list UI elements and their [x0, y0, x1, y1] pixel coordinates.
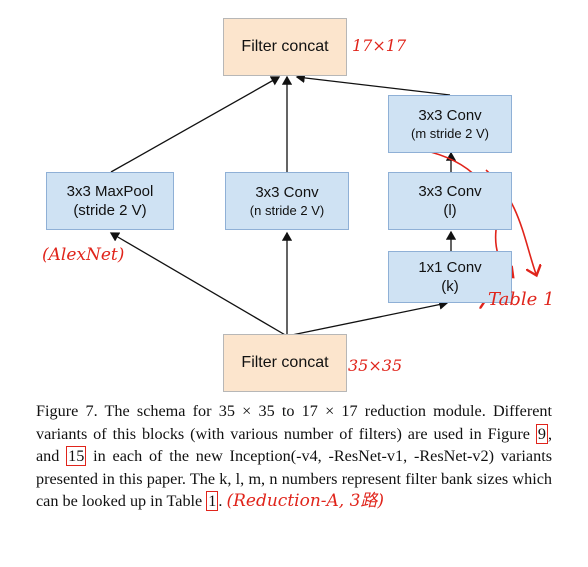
figure-ref-15[interactable]: 15	[66, 446, 87, 466]
annotation-reduction-a: (Reduction-A, 3路)	[226, 491, 385, 511]
annotation-top-size: 17×17	[352, 36, 407, 55]
annotation-alexnet: (AlexNet)	[42, 245, 125, 265]
filter-concat-top: Filter concat	[223, 18, 347, 76]
conv-right-mid-sublabel: (l)	[443, 202, 457, 219]
conv-right-top-box: 3x3 Conv (m stride 2 V)	[388, 95, 512, 153]
conv-mid-sublabel: (n stride 2 V)	[249, 202, 325, 218]
conv-right-bot-label: 1x1 Conv	[418, 259, 482, 276]
maxpool-label: 3x3 MaxPool	[66, 183, 154, 200]
conv-mid-label: 3x3 Conv	[255, 183, 319, 201]
caption-text-3: in each of the new Inception(-v4, -ResNe…	[36, 447, 552, 510]
conv-right-mid-box: 3x3 Conv (l)	[388, 172, 512, 230]
table-ref-1[interactable]: 1	[206, 491, 219, 511]
filter-concat-bottom: Filter concat	[223, 334, 347, 392]
annotation-table-ref: Table 1	[488, 289, 555, 310]
annotation-bottom-size: 35×35	[348, 356, 403, 375]
caption-text-2: , and	[36, 424, 552, 466]
conv-right-bot-box: 1x1 Conv (k)	[388, 251, 512, 303]
conv-right-mid-label: 3x3 Conv	[418, 183, 482, 200]
caption-text-1: Figure 7. The schema for 35 × 35 to 17 ×…	[36, 402, 552, 443]
conv-right-top-label: 3x3 Conv	[418, 106, 482, 124]
conv-right-bot-sublabel: (k)	[441, 278, 459, 295]
caption-text-4: .	[218, 492, 227, 510]
figure-ref-9[interactable]: 9	[535, 423, 548, 444]
maxpool-sublabel: (stride 2 V)	[73, 202, 147, 219]
figure-caption: Figure 7. The schema for 35 × 35 to 17 ×…	[36, 400, 552, 513]
filter-concat-top-label: Filter concat	[241, 38, 329, 55]
conv-mid-box: 3x3 Conv (n stride 2 V)	[225, 172, 349, 230]
filter-concat-bottom-label: Filter concat	[241, 354, 329, 371]
maxpool-box: 3x3 MaxPool (stride 2 V)	[46, 172, 174, 230]
conv-right-top-sublabel: (m stride 2 V)	[410, 125, 489, 141]
